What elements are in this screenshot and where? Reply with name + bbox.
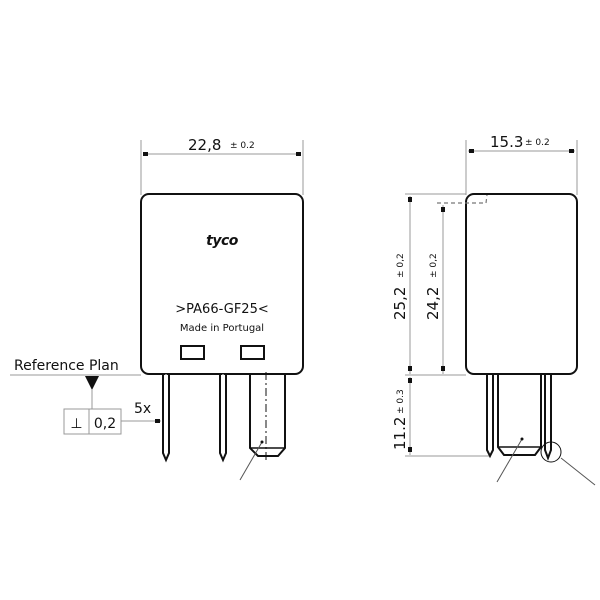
front-width-tolerance: ± 0.2 bbox=[230, 141, 255, 151]
tolerance-value: 0,2 bbox=[94, 416, 116, 432]
pin-middle bbox=[219, 374, 227, 463]
side-width-dimension: 15.3 ± 0.2 bbox=[465, 133, 578, 195]
front-width-dimension: 22,8 ± 0.2 bbox=[140, 136, 304, 195]
side-wide-pin bbox=[496, 374, 542, 483]
pin-length-value: 11.2 bbox=[391, 417, 409, 450]
side-width-tolerance: ± 0.2 bbox=[525, 138, 550, 148]
side-pin-left bbox=[486, 374, 494, 459]
detail-circle bbox=[540, 441, 562, 463]
relay-body-front bbox=[140, 193, 304, 375]
side-width-value: 15.3 bbox=[490, 133, 523, 151]
relay-body-side bbox=[465, 193, 578, 375]
pin-length-tolerance: ± 0.3 bbox=[396, 389, 406, 414]
datum-triangle bbox=[85, 376, 99, 390]
vent-slot-left bbox=[180, 345, 205, 360]
reference-plan-label: Reference Plan bbox=[14, 358, 119, 374]
pin-left bbox=[162, 374, 170, 463]
reference-plane: Reference Plan bbox=[10, 358, 141, 409]
height-dimensions: 25,2 ± 0,2 24,2 ± 0,2 11.2 ± 0.3 bbox=[391, 193, 490, 457]
pin-count-note: 5x bbox=[134, 401, 151, 417]
total-height-value: 25,2 bbox=[391, 287, 409, 320]
inner-height-tolerance: ± 0,2 bbox=[429, 253, 439, 278]
perpendicularity-symbol: ⊥ bbox=[70, 416, 82, 432]
front-width-value: 22,8 bbox=[188, 136, 221, 154]
pin-wide bbox=[239, 372, 286, 481]
material-marking: >PA66-GF25< bbox=[175, 302, 269, 317]
inner-height-value: 24,2 bbox=[424, 287, 442, 320]
side-view: 15.3 ± 0.2 25,2 ± 0,2 24,2 bbox=[391, 133, 596, 486]
tyco-logo: tyco bbox=[206, 233, 239, 249]
total-height-tolerance: ± 0,2 bbox=[396, 253, 406, 278]
geometric-tolerance-frame: ⊥ 0,2 5x bbox=[63, 401, 161, 435]
front-view: 22,8 ± 0.2 tyco >PA66-GF25< Made in Port… bbox=[10, 136, 304, 481]
side-pin-right bbox=[540, 374, 596, 486]
vent-slot-right bbox=[240, 345, 265, 360]
cover-step-hidden-line bbox=[437, 194, 488, 204]
origin-text: Made in Portugal bbox=[180, 323, 264, 334]
